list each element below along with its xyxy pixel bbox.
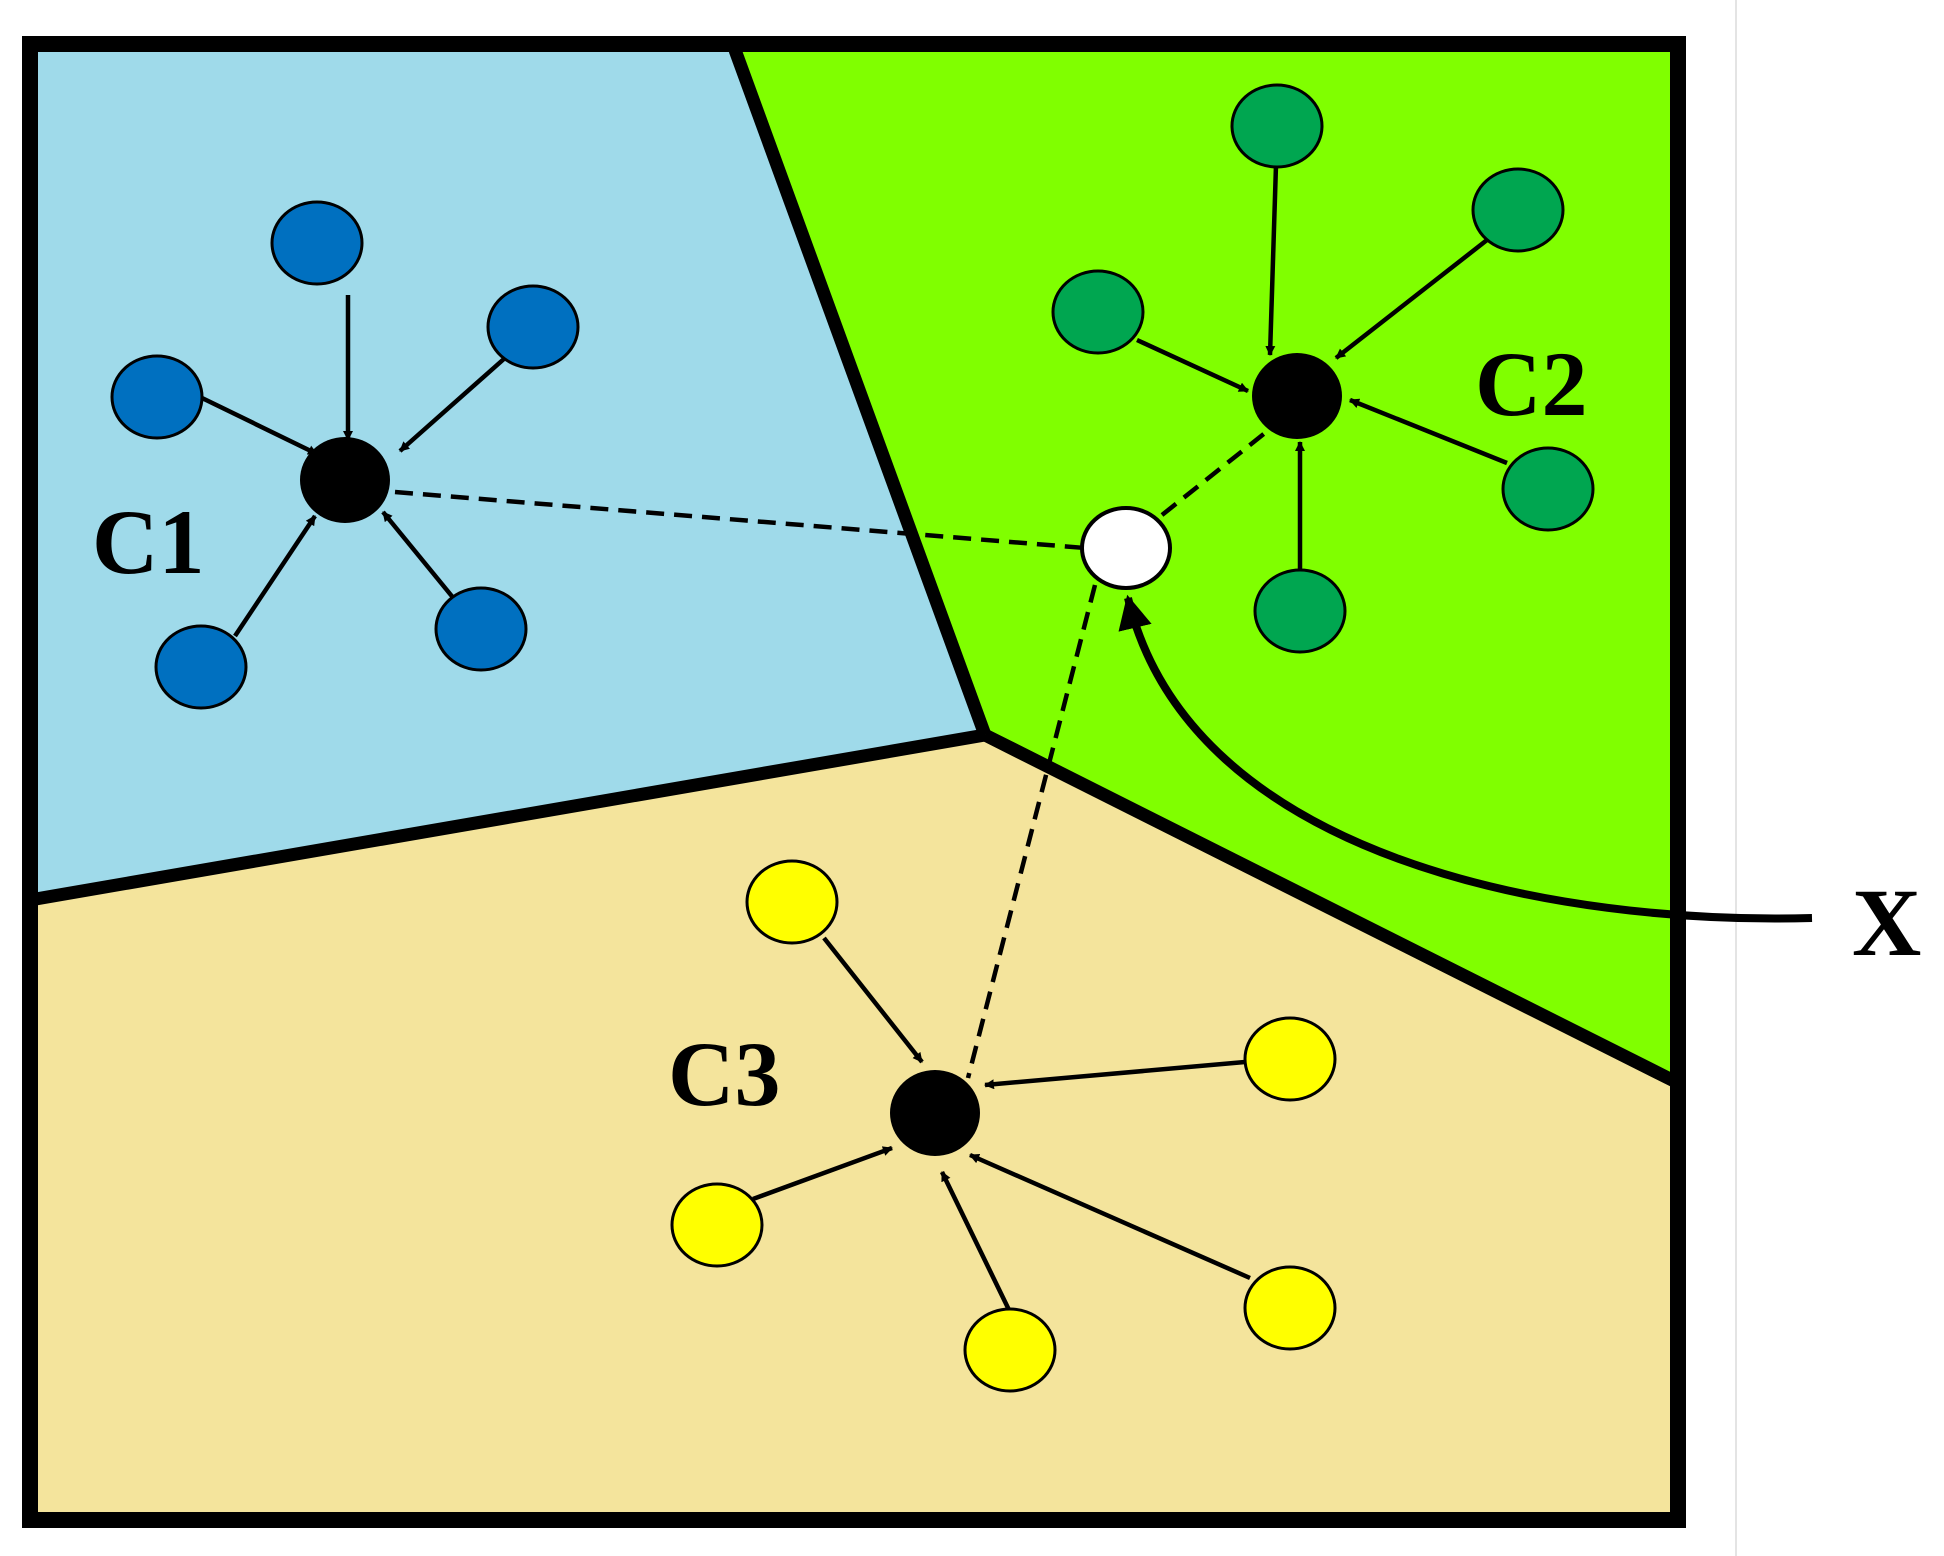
cluster-label-c1: C1 (92, 491, 204, 593)
cluster-label-c2: C2 (1475, 333, 1587, 435)
data-point-c3-4 (963, 1307, 1057, 1393)
data-point-c1-3 (110, 354, 204, 440)
cluster-c3-arrows (752, 936, 1251, 1313)
data-point-c3-5 (1243, 1265, 1337, 1351)
cluster-label-c3: C3 (668, 1023, 780, 1125)
query-point-x (1080, 506, 1172, 590)
region-c2 (735, 50, 1678, 1083)
data-point-c3-2 (1243, 1016, 1337, 1102)
centroid-c3 (890, 1070, 980, 1156)
data-point-c1-1 (270, 200, 364, 286)
centroids (300, 353, 1342, 1156)
data-point-c2-5 (1253, 568, 1347, 654)
cluster-c2-points (1051, 83, 1595, 654)
data-point-c2-1 (1230, 83, 1324, 169)
centroid-c1 (300, 437, 390, 523)
distance-line-c3 (965, 584, 1098, 1079)
data-point-c3-3 (670, 1182, 764, 1268)
region-boundaries (28, 47, 1681, 1089)
data-point-c1-5 (434, 586, 528, 672)
data-point-c3-1 (745, 859, 839, 945)
cluster-c2-arrows (1136, 164, 1508, 570)
cluster-c3-points (670, 859, 1337, 1393)
query-point-label: X (1852, 869, 1921, 976)
distance-lines (394, 423, 1277, 1079)
frame-border (22, 36, 1686, 1528)
data-point-c2-2 (1471, 167, 1565, 253)
distance-line-c1 (394, 489, 1086, 551)
region-c1 (30, 50, 985, 900)
centroid-c2 (1252, 353, 1342, 439)
data-point-c2-3 (1051, 269, 1145, 355)
data-point-c2-4 (1501, 446, 1595, 532)
distance-line-c2 (1160, 423, 1277, 517)
query-pointer-arrow (1118, 594, 1813, 923)
cluster-c1-arrows (201, 295, 507, 638)
data-point-c1-4 (154, 624, 248, 710)
page-divider (1735, 0, 1737, 1556)
data-point-c1-2 (486, 284, 580, 370)
cluster-c1-points (110, 200, 580, 710)
